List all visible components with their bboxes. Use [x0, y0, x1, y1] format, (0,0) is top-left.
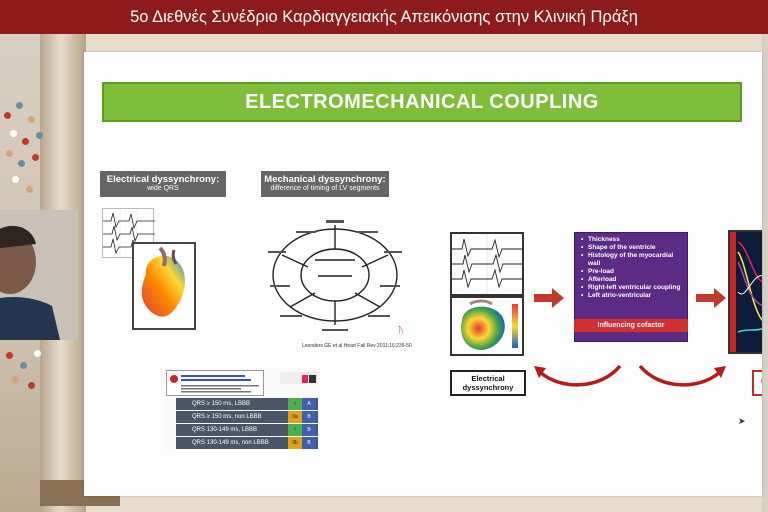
outcome-box: c	[752, 370, 762, 396]
arrow-right-icon	[534, 288, 564, 308]
table-row-label: QRS 130-149 ms, LBBB	[192, 427, 258, 433]
table-row: QRS ≥ 150 ms, LBBB I A	[176, 398, 318, 410]
dots-decoration	[0, 92, 60, 392]
cofactor-item: Pre-load	[581, 268, 682, 276]
cofactor-item: Afterload	[581, 276, 682, 284]
curved-arrow-left-icon	[534, 364, 622, 387]
dot	[20, 362, 27, 369]
ecg-trace-large-image	[450, 232, 524, 296]
citation-text: Leenders GE et al Heart Fail Rev 2011;16…	[302, 343, 412, 349]
conference-title: 5ο Διεθνές Συνέδριο Καρδιαγγειακής Απεικ…	[130, 7, 638, 26]
mouse-cursor-icon: ➤	[738, 416, 746, 426]
dot	[36, 132, 43, 139]
table-row-class: IIb	[288, 437, 302, 449]
dot	[16, 102, 23, 109]
table-row-level: B	[302, 411, 316, 423]
conference-banner: 5ο Διεθνές Συνέδριο Καρδιαγγειακής Απεικ…	[0, 0, 768, 34]
dot	[10, 130, 17, 137]
ecg-trace-image	[102, 208, 155, 259]
mechanical-sub: difference of timing of LV segments	[270, 185, 380, 192]
guideline-table-header	[166, 370, 264, 396]
red-logo-icon: ᚤ	[398, 325, 404, 335]
background-decoration-right	[762, 34, 768, 512]
mechanical-flow-diagram	[260, 215, 410, 341]
pressure-volume-plot-image	[728, 230, 762, 354]
heart-strain-map-image	[450, 296, 524, 356]
table-row-level: A	[302, 398, 316, 410]
table-row: QRS ≥ 150 ms, non LBBB IIa B	[176, 411, 318, 423]
cofactor-item: Histology of the myocardial wall	[581, 252, 682, 268]
cofactors-list: Thickness Shape of the ventricle Histolo…	[581, 236, 682, 300]
electrical-dyssynchrony-label: Electrical dyssynchrony: wide QRS	[100, 171, 226, 197]
table-row: QRS 130-149 ms, LBBB I B	[176, 424, 318, 436]
dot	[28, 116, 35, 123]
table-row: QRS 130-149 ms, non LBBB IIb B	[176, 437, 318, 449]
webcam-video-feed	[0, 210, 78, 340]
cofactor-item: Thickness	[581, 236, 682, 244]
table-row-label: QRS ≥ 150 ms, LBBB	[192, 401, 250, 407]
cofactor-item: Right-left ventricular coupling	[581, 284, 682, 292]
outcome-box-text: c	[754, 372, 763, 385]
cofactors-box: Thickness Shape of the ventricle Histolo…	[574, 232, 688, 342]
dot	[6, 150, 13, 157]
guideline-table: QRS ≥ 150 ms, LBBB I A QRS ≥ 150 ms, non…	[164, 368, 320, 450]
arrow-right-icon	[696, 288, 726, 308]
electrical-dyssynchrony-box: Electrical dyssynchrony	[450, 370, 526, 396]
table-row-class: IIa	[288, 411, 302, 423]
table-row-class: I	[288, 398, 302, 410]
heart-activation-map-image	[132, 242, 196, 330]
dot	[12, 376, 19, 383]
table-row-level: B	[302, 437, 316, 449]
dot	[26, 186, 33, 193]
dot	[12, 176, 19, 183]
dot	[4, 112, 11, 119]
presentation-slide: ELECTROMECHANICAL COUPLING Electrical dy…	[84, 52, 762, 496]
mechanical-heading: Mechanical dyssynchrony:	[264, 174, 386, 185]
slide-title-bar: ELECTROMECHANICAL COUPLING	[102, 82, 742, 122]
mechanical-dyssynchrony-label: Mechanical dyssynchrony: difference of t…	[261, 171, 389, 197]
table-class-level-legend	[280, 372, 318, 384]
curved-arrow-right-icon	[638, 364, 726, 387]
dot	[32, 154, 39, 161]
electrical-sub: wide QRS	[147, 185, 179, 192]
influencing-cofactor-banner: Influencing cofactor	[574, 319, 688, 332]
table-row-level: B	[302, 424, 316, 436]
dot	[34, 350, 41, 357]
electrical-heading: Electrical dyssynchrony:	[106, 174, 220, 185]
dot	[6, 352, 13, 359]
table-row-label: QRS 130-149 ms, non LBBB	[192, 440, 269, 446]
dot	[22, 138, 29, 145]
slide-title: ELECTROMECHANICAL COUPLING	[245, 90, 599, 113]
cofactor-item: Left atrio-ventricular	[581, 292, 682, 300]
table-row-class: I	[288, 424, 302, 436]
cofactor-item: Shape of the ventricle	[581, 244, 682, 252]
dot	[28, 382, 35, 389]
table-row-label: QRS ≥ 150 ms, non LBBB	[192, 414, 262, 420]
dot	[18, 160, 25, 167]
